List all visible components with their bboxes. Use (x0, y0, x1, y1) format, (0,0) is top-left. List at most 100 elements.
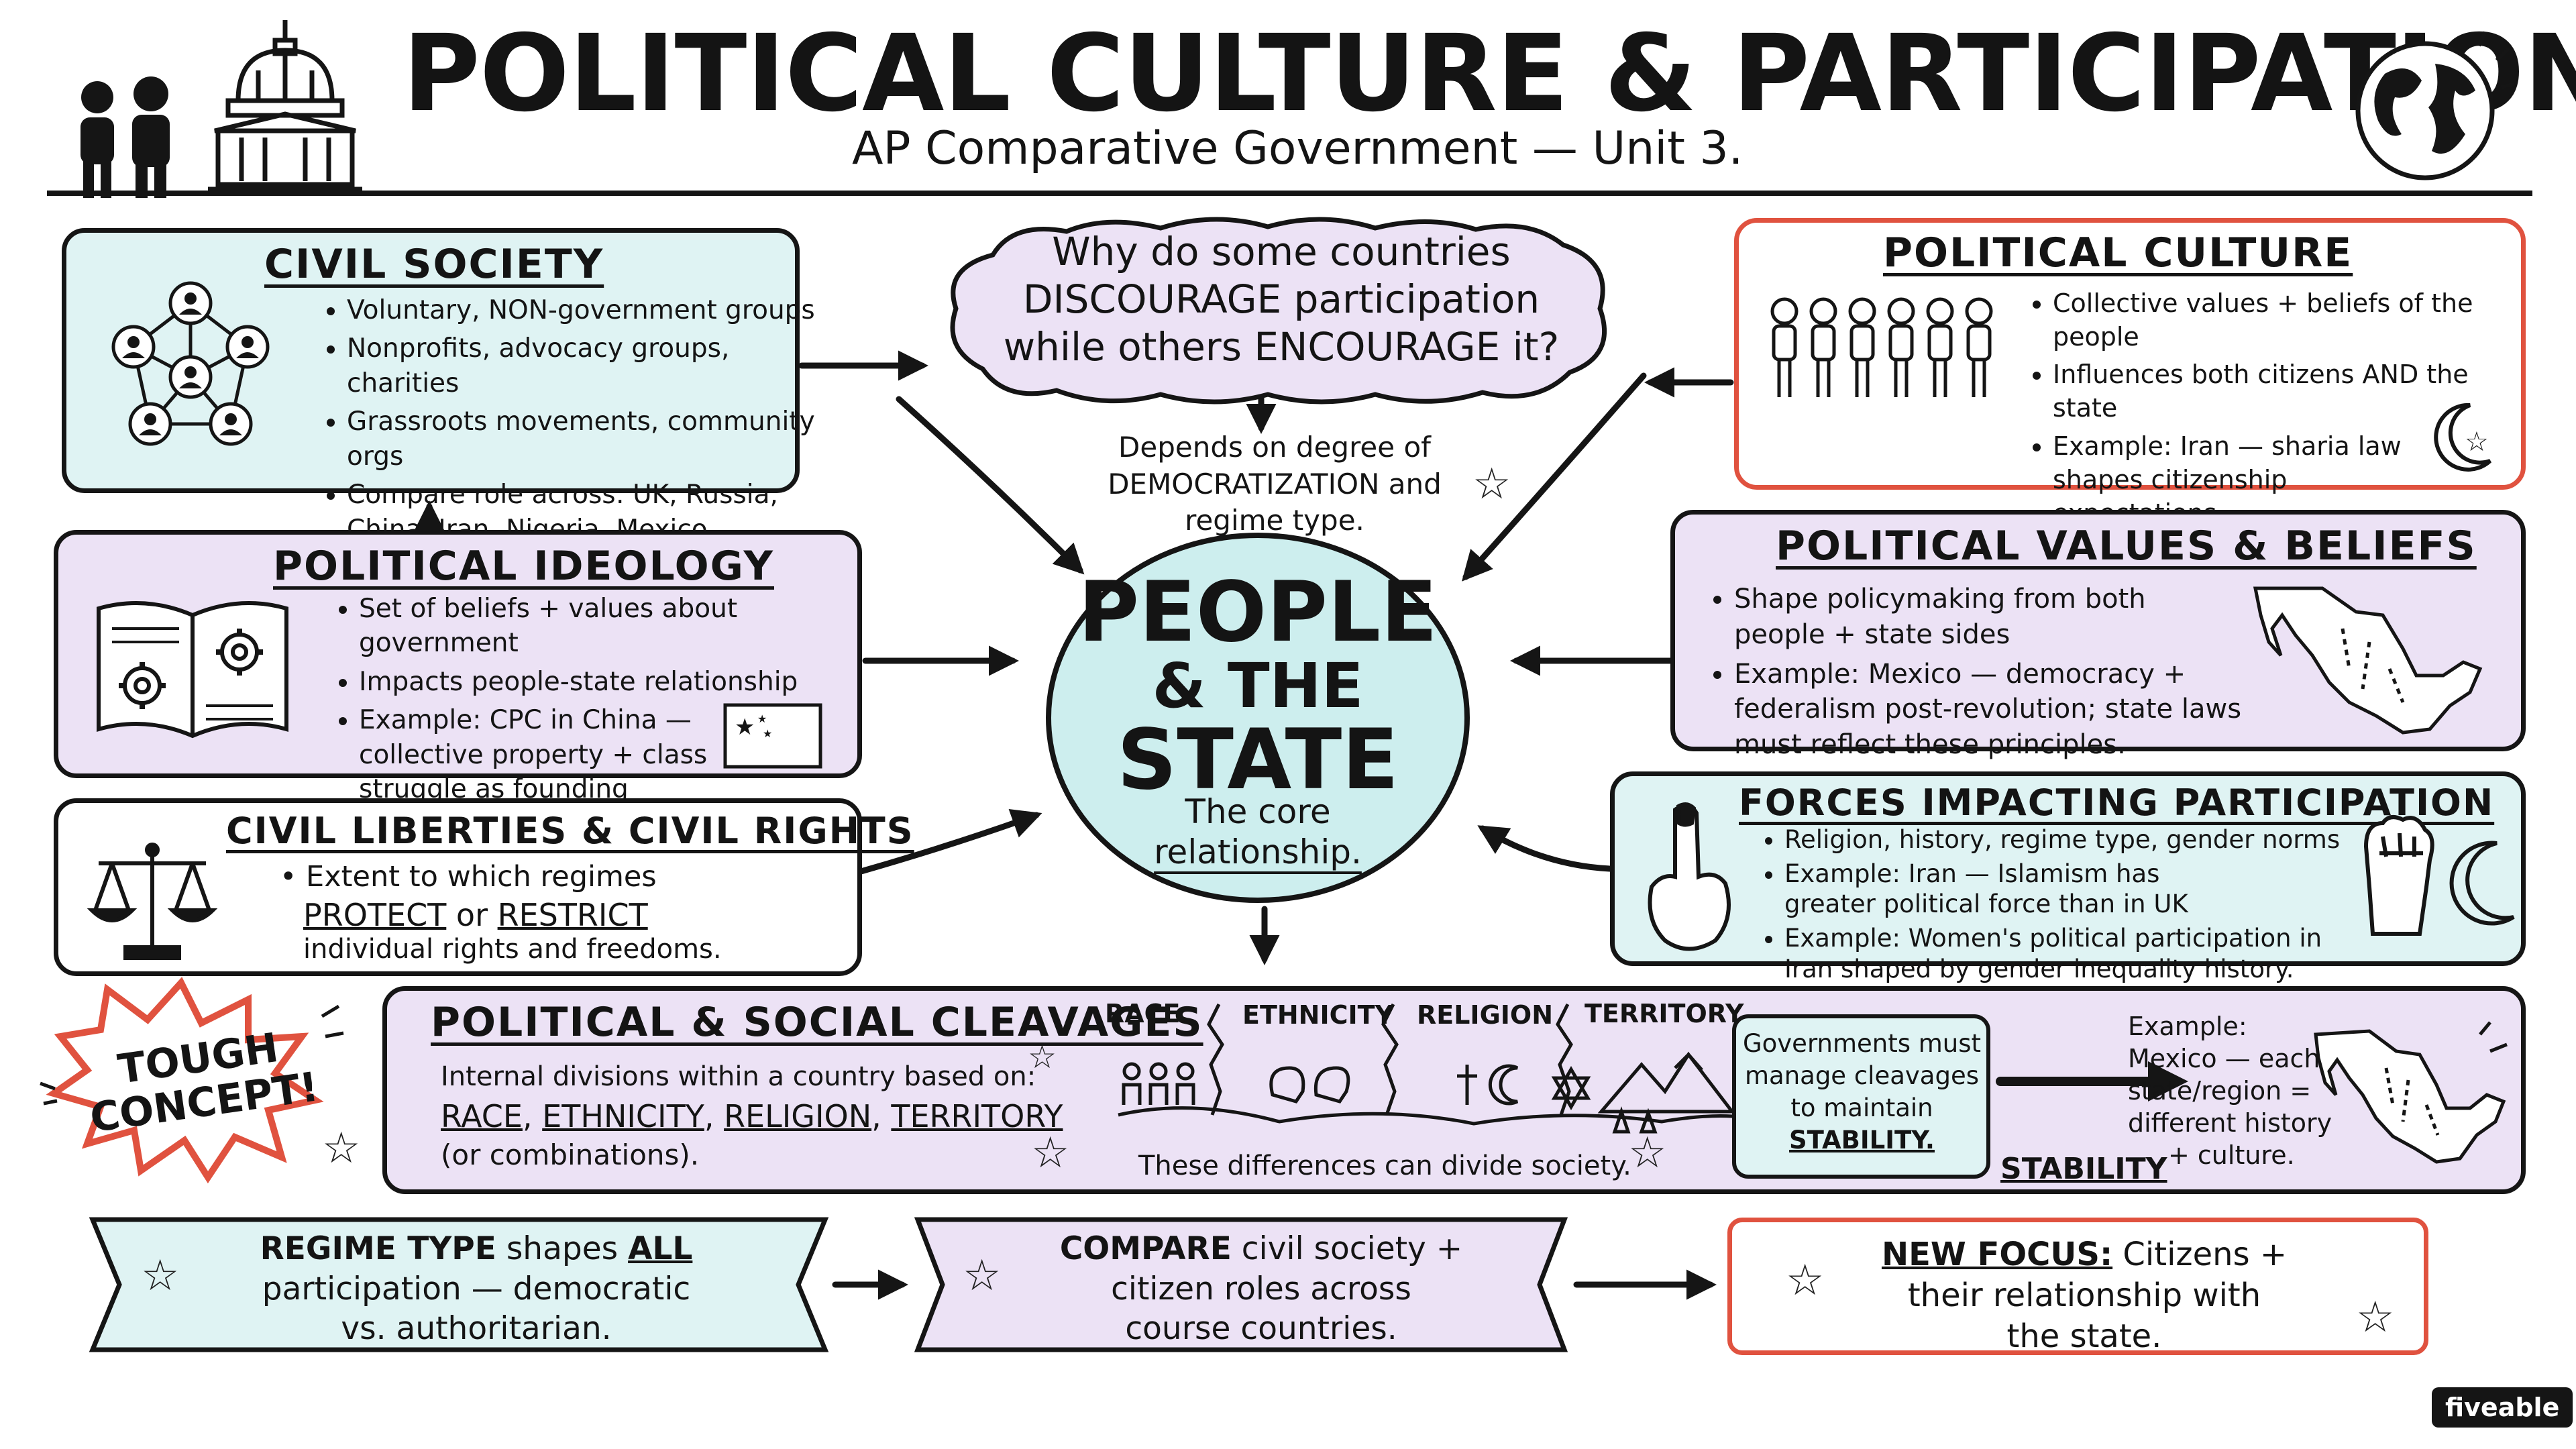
regime-type-bold: REGIME TYPE (260, 1230, 496, 1267)
values-beliefs-title: POLITICAL VALUES & BELIEFS (1776, 523, 2477, 570)
list-item: Influences both citizens AND the state (2053, 358, 2536, 425)
regime-type-all: ALL (628, 1230, 693, 1267)
focus-line3: the state. (2006, 1317, 2162, 1355)
globe-icon (2348, 27, 2516, 188)
book-gears-icon (85, 588, 300, 756)
civil-society-card: CIVIL SOCIETY Voluntary, NON-government … (62, 228, 815, 545)
focus-rest: Citizens + (2123, 1236, 2288, 1273)
list-item: Example: Iran — Islamism has greater pol… (1784, 859, 2254, 919)
stability-callout-text: Governments must manage cleavages to mai… (1736, 1028, 1988, 1157)
civil-liberties-line1-text: Extent to which regimes (306, 860, 657, 894)
svg-text:☆: ☆ (2465, 427, 2489, 458)
example-line1: Example: (2128, 1012, 2247, 1041)
regime-type-mid: shapes (506, 1230, 619, 1267)
political-ideology-card: POLITICAL IDEOLOGY Set of beliefs + valu… (54, 530, 862, 839)
or-word: or (455, 897, 488, 933)
cleavages-line3: (or combinations). (441, 1138, 700, 1171)
star-icon: ☆ (1031, 1128, 1070, 1178)
tough-burst-icon: TOUGH CONCEPT! (34, 976, 349, 1184)
civil-liberties-line3: individual rights and freedoms. (303, 934, 722, 965)
hub-title-line2: & THE (1152, 650, 1364, 722)
page-subtitle: AP Comparative Government — Unit 3. (852, 122, 1743, 175)
gov-line2: manage cleavages (1744, 1061, 1979, 1091)
depends-line1: Depends on degree of (1118, 431, 1431, 464)
category-ethnicity: ETHNICITY (1242, 1000, 1394, 1030)
depends-line2: DEMOCRATIZATION and (1108, 467, 1442, 500)
category-race: RACE (1105, 999, 1181, 1028)
territory-word: TERRITORY (891, 1098, 1063, 1134)
list-item: Shape policymaking from both people + st… (1734, 582, 2150, 653)
regime-line3: vs. authoritarian. (341, 1310, 612, 1348)
brand-logo: fiveable (2432, 1387, 2573, 1428)
star-icon: ☆ (322, 1124, 361, 1173)
hub-caption-line1: The core (1185, 792, 1331, 831)
hub-title-line1: PEOPLE (1078, 564, 1438, 661)
compare-text: COMPARE civil society + citizen roles ac… (1020, 1229, 1503, 1349)
people-icon (67, 70, 184, 198)
list-item: Voluntary, NON-government groups (347, 293, 816, 327)
capitol-icon (201, 13, 369, 195)
political-culture-title: POLITICAL CULTURE (1883, 229, 2353, 276)
mexico-map-icon (2249, 575, 2490, 743)
example-line2: Mexico — each (2128, 1043, 2320, 1073)
gov-line3: to maintain (1790, 1093, 1933, 1123)
china-flag-icon: ★★★ (722, 702, 823, 769)
civil-society-title: CIVIL SOCIETY (264, 241, 604, 288)
forces-title: FORCES IMPACTING PARTICIPATION (1739, 782, 2495, 824)
list-item: Grassroots movements, community orgs (347, 405, 816, 474)
civil-society-list: Voluntary, NON-government groups Nonprof… (315, 293, 816, 551)
crescent-star-icon: ☆ (2423, 397, 2504, 478)
question-line1: Why do some countries (1052, 229, 1511, 274)
crescent-icon (2447, 837, 2520, 930)
list-item: Set of beliefs + values about government (359, 592, 869, 661)
civil-liberties-line1: • Extent to which regimes (280, 860, 657, 894)
political-ideology-title: POLITICAL IDEOLOGY (273, 543, 774, 590)
svg-text:★: ★ (763, 727, 772, 740)
cleavages-title: POLITICAL & SOCIAL CLEAVAGES (431, 999, 1203, 1046)
svg-text:★: ★ (735, 714, 755, 741)
civil-liberties-line2: PROTECT or RESTRICT (303, 897, 648, 933)
focus-line2: their relationship with (1907, 1276, 2261, 1314)
regime-line1: REGIME TYPE shapes ALL (201, 1229, 751, 1269)
regime-type-ribbon: ☆ REGIME TYPE shapes ALL participation —… (87, 1214, 832, 1355)
religion-word: RELIGION (724, 1098, 872, 1134)
compare-bold: COMPARE (1059, 1230, 1232, 1267)
protect-word: PROTECT (303, 897, 447, 933)
values-beliefs-card: POLITICAL VALUES & BELIEFS Shape policym… (1670, 510, 2526, 760)
list-item: Example: Mexico — democracy + federalism… (1734, 657, 2257, 763)
star-icon: ☆ (2356, 1293, 2395, 1342)
raised-finger-icon (1635, 796, 1742, 957)
forces-list: Religion, history, regime type, gender n… (1752, 824, 2388, 988)
list-item: Nonprofits, advocacy groups, charities (347, 331, 816, 400)
stability-label: STABILITY (2000, 1152, 2167, 1186)
stability-arrow (1996, 1061, 2188, 1102)
scales-icon (85, 837, 219, 964)
compare-line2: citizen roles across (1111, 1270, 1411, 1307)
star-icon: ☆ (1628, 1128, 1667, 1178)
question-line3: while others ENCOURAGE it? (1003, 323, 1560, 370)
page-title: POLITICAL CULTURE & PARTICIPATION (402, 12, 2576, 136)
forces-card: FORCES IMPACTING PARTICIPATION Religion,… (1610, 771, 2526, 983)
political-ideology-list: Set of beliefs + values about government… (327, 592, 869, 845)
race-word: RACE (441, 1098, 523, 1134)
category-religion: RELIGION (1417, 1000, 1554, 1030)
example-line5: + culture. (2168, 1140, 2295, 1170)
new-focus-card: ☆ ☆ NEW FOCUS: Citizens + their relation… (1727, 1218, 2428, 1355)
ethnicity-word: ETHNICITY (542, 1098, 704, 1134)
regime-line2: participation — democratic (262, 1270, 691, 1307)
compare-line3: course countries. (1125, 1310, 1397, 1348)
hub-caption-line2: relationship. (1154, 833, 1362, 871)
focus-line1: NEW FOCUS: Citizens + (1843, 1234, 2326, 1275)
example-line3: state/region = (2128, 1075, 2312, 1106)
compare-line1: COMPARE civil society + (1020, 1229, 1503, 1269)
civil-liberties-card: CIVIL LIBERTIES & CIVIL RIGHTS • Extent … (54, 798, 913, 976)
civil-liberties-title: CIVIL LIBERTIES & CIVIL RIGHTS (226, 810, 914, 852)
mexico-example: Example: Mexico — each state/region = di… (2128, 1011, 2332, 1171)
star-icon: ☆ (141, 1251, 180, 1301)
divide-note: These differences can divide society. (1138, 1150, 1631, 1181)
values-beliefs-list: Shape policymaking from both people + st… (1702, 582, 2257, 767)
fist-icon (2353, 806, 2440, 941)
list-item: Example: Iran — sharia law shapes citize… (2053, 429, 2455, 530)
